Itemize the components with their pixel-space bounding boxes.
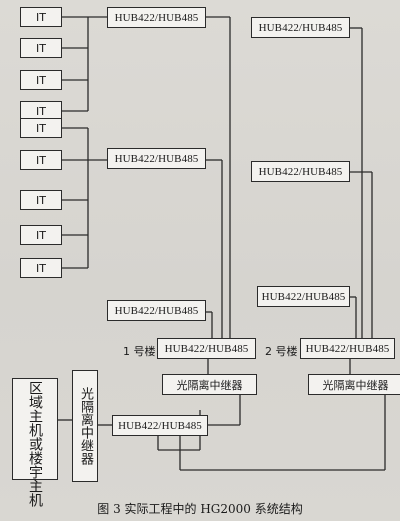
hub-node: HUB422/HUB485 bbox=[251, 17, 350, 38]
host-label: 区域主机或楼宇主机 bbox=[27, 381, 43, 507]
building-2-label: 2 号楼 bbox=[265, 345, 298, 358]
hub-node: HUB422/HUB485 bbox=[257, 286, 350, 307]
building-1-label: 1 号楼 bbox=[123, 345, 156, 358]
hub-node: HUB422/HUB485 bbox=[251, 161, 350, 182]
figure-caption: 图 3 实际工程中的 HG2000 系统结构 bbox=[97, 502, 303, 516]
it-node: IT bbox=[20, 258, 62, 278]
it-node: IT bbox=[20, 190, 62, 210]
optical-repeater: 光隔离中继器 bbox=[162, 374, 257, 395]
it-node: IT bbox=[20, 225, 62, 245]
it-node: IT bbox=[20, 70, 62, 90]
it-node: IT bbox=[20, 150, 62, 170]
it-node: IT bbox=[20, 118, 62, 138]
hub-node: HUB422/HUB485 bbox=[107, 148, 206, 169]
optical-repeater: 光隔离中继器 bbox=[308, 374, 400, 395]
vertical-repeater-label: 光隔离中继器 bbox=[78, 387, 93, 465]
building-1-hub: HUB422/HUB485 bbox=[157, 338, 256, 359]
hub-node: HUB422/HUB485 bbox=[107, 300, 206, 321]
it-node: IT bbox=[20, 38, 62, 58]
vertical-optical-repeater: 光隔离中继器 bbox=[72, 370, 98, 482]
it-node: IT bbox=[20, 7, 62, 27]
hub-node: HUB422/HUB485 bbox=[112, 415, 208, 436]
host-computer-box: 区域主机或楼宇主机 bbox=[12, 378, 58, 507]
hub-node: HUB422/HUB485 bbox=[107, 7, 206, 28]
building-2-hub: HUB422/HUB485 bbox=[300, 338, 395, 359]
